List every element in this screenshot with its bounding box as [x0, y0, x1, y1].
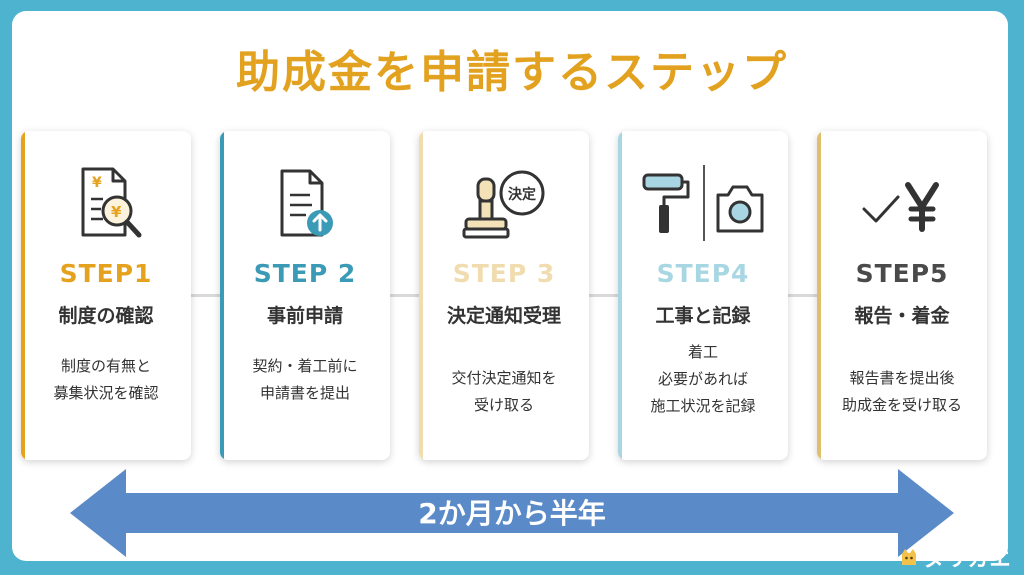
step-description-line: 助成金を受け取る — [841, 396, 962, 414]
step-label: STEP4 — [656, 259, 750, 288]
paint-roller-camera-icon — [618, 165, 788, 245]
brand-logo: ヌリカエ — [887, 540, 1024, 575]
step-description-line: 必要があれば — [657, 370, 748, 388]
check-yen-icon — [817, 165, 987, 245]
duration-label: 2か月から半年 — [418, 497, 606, 530]
step-card-accent-bar — [817, 131, 821, 460]
step-card-accent-bar — [419, 131, 423, 460]
step-connector — [190, 294, 220, 297]
step-card-5: STEP5 報告・着金 報告書を提出後 助成金を受け取る — [817, 131, 987, 460]
svg-text:¥: ¥ — [111, 203, 122, 221]
step-card-4: STEP4 工事と記録 着工 必要があれば 施工状況を記録 — [618, 131, 788, 460]
step-label: STEP 3 — [452, 259, 556, 288]
step-label: STEP 2 — [253, 259, 357, 288]
step-description-line: 募集状況を確認 — [53, 384, 159, 402]
document-upload-icon — [220, 165, 390, 245]
step-description-line: 申請書を提出 — [259, 384, 350, 402]
step-description-line: 施工状況を記録 — [650, 397, 756, 415]
step-connector — [389, 294, 419, 297]
step-description-line: 契約・着工前に — [252, 357, 358, 375]
step-name: 工事と記録 — [655, 305, 751, 327]
step-card-3: 決定 STEP 3 決定通知受理 交付決定通知を 受け取る — [419, 131, 589, 460]
step-connector — [588, 294, 618, 297]
document-search-yen-icon: ¥ ¥ — [21, 165, 191, 245]
step-card-2: STEP 2 事前申請 契約・着工前に 申請書を提出 — [220, 131, 390, 460]
approval-stamp-icon: 決定 — [419, 165, 589, 245]
step-description-line: 報告書を提出後 — [849, 369, 955, 387]
step-name: 報告・着金 — [854, 305, 950, 327]
brand-name: ヌリカエ — [923, 546, 1012, 571]
duration-double-arrow — [70, 469, 954, 557]
step-description-line: 着工 — [687, 343, 718, 361]
step-card-1: ¥ ¥ STEP1 制度の確認 制度の有無と 募集状況を確認 — [21, 131, 191, 460]
step-card-accent-bar — [220, 131, 224, 460]
step-card-accent-bar — [618, 131, 622, 460]
step-description-line: 制度の有無と — [60, 357, 151, 375]
step-label: STEP1 — [59, 259, 153, 288]
step-card-accent-bar — [21, 131, 25, 460]
step-description-line: 受け取る — [473, 396, 534, 414]
stamp-text: 決定 — [508, 186, 536, 203]
step-name: 決定通知受理 — [446, 305, 561, 327]
step-description-line: 交付決定通知を — [451, 369, 557, 387]
svg-text:¥: ¥ — [92, 175, 102, 191]
step-label: STEP5 — [855, 259, 949, 288]
page-title: 助成金を申請するステップ — [236, 47, 788, 98]
step-name: 事前申請 — [266, 305, 343, 327]
step-name: 制度の確認 — [58, 305, 154, 327]
step-connector — [787, 294, 817, 297]
brand-mascot-icon — [901, 548, 916, 565]
